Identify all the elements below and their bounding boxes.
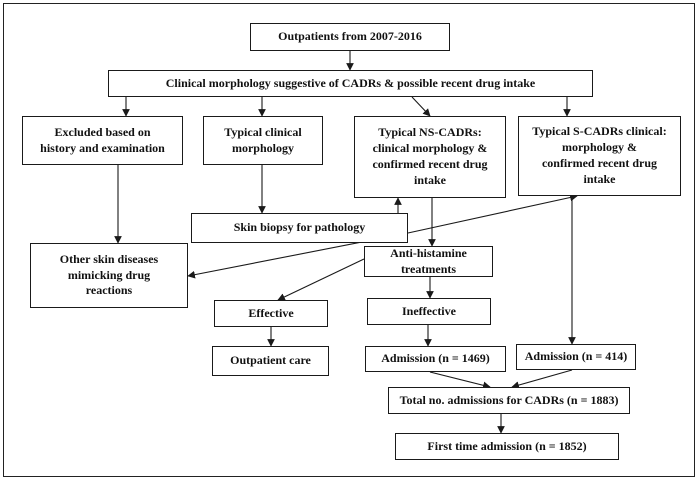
node-admission-s: Admission (n = 414) bbox=[516, 344, 636, 370]
node-outpatients: Outpatients from 2007-2016 bbox=[250, 23, 450, 51]
node-typical-ns-cadrs: Typical NS-CADRs: clinical morphology & … bbox=[354, 116, 506, 198]
edge-admission-ns-to-total bbox=[429, 371, 491, 390]
node-excluded: Excluded based on history and examinatio… bbox=[22, 116, 183, 165]
node-total-admissions: Total no. admissions for CADRs (n = 1883… bbox=[388, 387, 630, 414]
node-antihistamine: Anti-histamine treatments bbox=[364, 246, 493, 277]
node-other-skin-diseases: Other skin diseases mimicking drug react… bbox=[30, 243, 188, 308]
node-skin-biopsy: Skin biopsy for pathology bbox=[191, 213, 408, 243]
node-typical-s-cadrs: Typical S-CADRs clinical: morphology & c… bbox=[518, 116, 681, 196]
edge-clinical-to-ns-cadrs bbox=[411, 96, 431, 117]
edge-admission-s-to-total bbox=[511, 369, 573, 389]
node-ineffective: Ineffective bbox=[367, 298, 491, 325]
node-typical-clinical-morphology: Typical clinical morphology bbox=[203, 116, 323, 165]
node-admission-ns: Admission (n = 1469) bbox=[365, 346, 506, 372]
node-outpatient-care: Outpatient care bbox=[212, 346, 329, 376]
node-effective: Effective bbox=[214, 300, 328, 327]
figure-frame bbox=[3, 3, 695, 477]
edge-biopsy-to-s-cadrs bbox=[407, 193, 578, 234]
node-first-time-admission: First time admission (n = 1852) bbox=[395, 433, 619, 460]
edge-antihistamine-to-effective bbox=[277, 258, 365, 301]
node-clinical-morphology: Clinical morphology suggestive of CADRs … bbox=[108, 70, 593, 97]
